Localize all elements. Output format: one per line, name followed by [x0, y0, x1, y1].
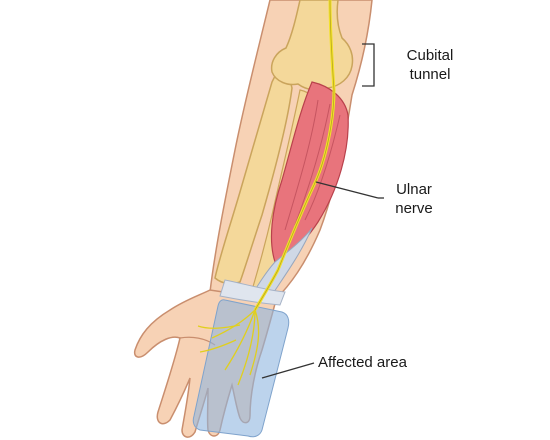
cubital-tunnel-label-line2: tunnel: [409, 66, 451, 83]
cubital-tunnel-label: Cubital tunnel: [395, 46, 465, 84]
cubital-tunnel-bracket: [362, 43, 375, 87]
ulnar-nerve-leader: [315, 181, 379, 199]
ulnar-nerve-label-line1: Ulnar: [396, 181, 432, 198]
ulnar-nerve-label-line2: nerve: [395, 200, 433, 217]
muscle-fibers: [284, 99, 341, 231]
ulnar-nerve-outline: [254, 0, 335, 311]
affected-area-label: Affected area: [318, 354, 407, 371]
cubital-tunnel-label-line1: Cubital: [406, 47, 454, 64]
radius-bone: [214, 69, 293, 285]
ulnar-nerve-label: Ulnar nerve: [384, 180, 444, 218]
affected-area-leader: [261, 362, 315, 379]
affected-area-highlight: [192, 299, 290, 438]
wrist-sheath: [219, 279, 286, 306]
nerve-branches: [197, 309, 260, 386]
